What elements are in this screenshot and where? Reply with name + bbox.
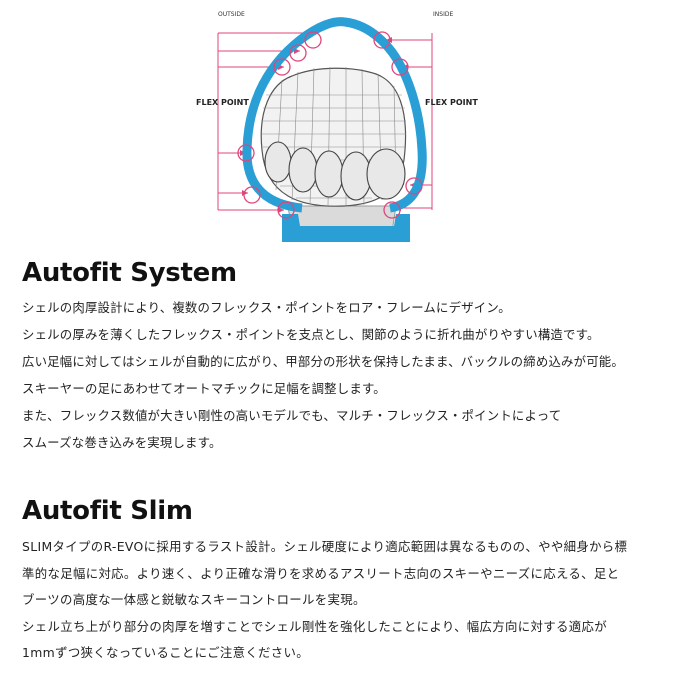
flex-point-circles (237, 31, 423, 219)
flex-point-label-left: FLEX POINT (196, 98, 249, 107)
shell-bottom (282, 214, 410, 242)
flex-point-diagram: OUTSIDE INSIDE FLEX POINT FLEX POINT (196, 11, 478, 242)
autofit-slim-section: Autofit Slim SLIMタイプのR-EVOに採用するラスト設計。シェル… (22, 496, 690, 667)
system-line: スキーヤーの足にあわせてオートマチックに足幅を調整します。 (22, 381, 386, 396)
autofit-system-title: Autofit System (22, 258, 237, 288)
system-line: シェルの肉厚設計により、複数のフレックス・ポイントをロア・フレームにデザイン。 (22, 300, 511, 315)
outside-label: OUTSIDE (218, 11, 245, 18)
slim-line: SLIMタイプのR-EVOに採用するラスト設計。シェル硬度により適応範囲は異なる… (22, 539, 628, 554)
slim-line: シェル立ち上がり部分の肉厚を増すことでシェル剛性を強化したことにより、幅広方向に… (22, 618, 607, 634)
system-line: また、フレックス数値が大きい剛性の高いモデルでも、マルチ・フレックス・ポイントに… (22, 408, 562, 423)
autofit-system-body: シェルの肉厚設計により、複数のフレックス・ポイントをロア・フレームにデザイン。 … (22, 294, 690, 456)
slim-line: ブーツの高度な一体感と鋭敏なスキーコントロールを実現。 (22, 592, 366, 607)
foot-mesh (260, 66, 407, 207)
slim-line: 1mmずつ狭くなっていることにご注意ください。 (22, 645, 310, 660)
shell-outline (242, 17, 427, 213)
inside-label: INSIDE (433, 11, 453, 18)
system-line: スムーズな巻き込みを実現します。 (22, 435, 222, 450)
flex-point-label-right: FLEX POINT (425, 98, 478, 107)
autofit-slim-body: SLIMタイプのR-EVOに採用するラスト設計。シェル硬度により適応範囲は異なる… (22, 534, 690, 667)
system-line: 広い足幅に対してはシェルが自動的に広がり、甲部分の形状を保持したまま、バックルの… (22, 354, 624, 369)
autofit-system-section: Autofit System シェルの肉厚設計により、複数のフレックス・ポイント… (22, 258, 690, 456)
system-line: シェルの厚みを薄くしたフレックス・ポイントを支点とし、関節のように折れ曲がりやす… (22, 327, 600, 342)
slim-line: 準的な足幅に対応。より速く、より正確な滑りを求めるアスリート志向のスキーやニーズ… (22, 565, 620, 581)
autofit-slim-title: Autofit Slim (22, 496, 193, 526)
